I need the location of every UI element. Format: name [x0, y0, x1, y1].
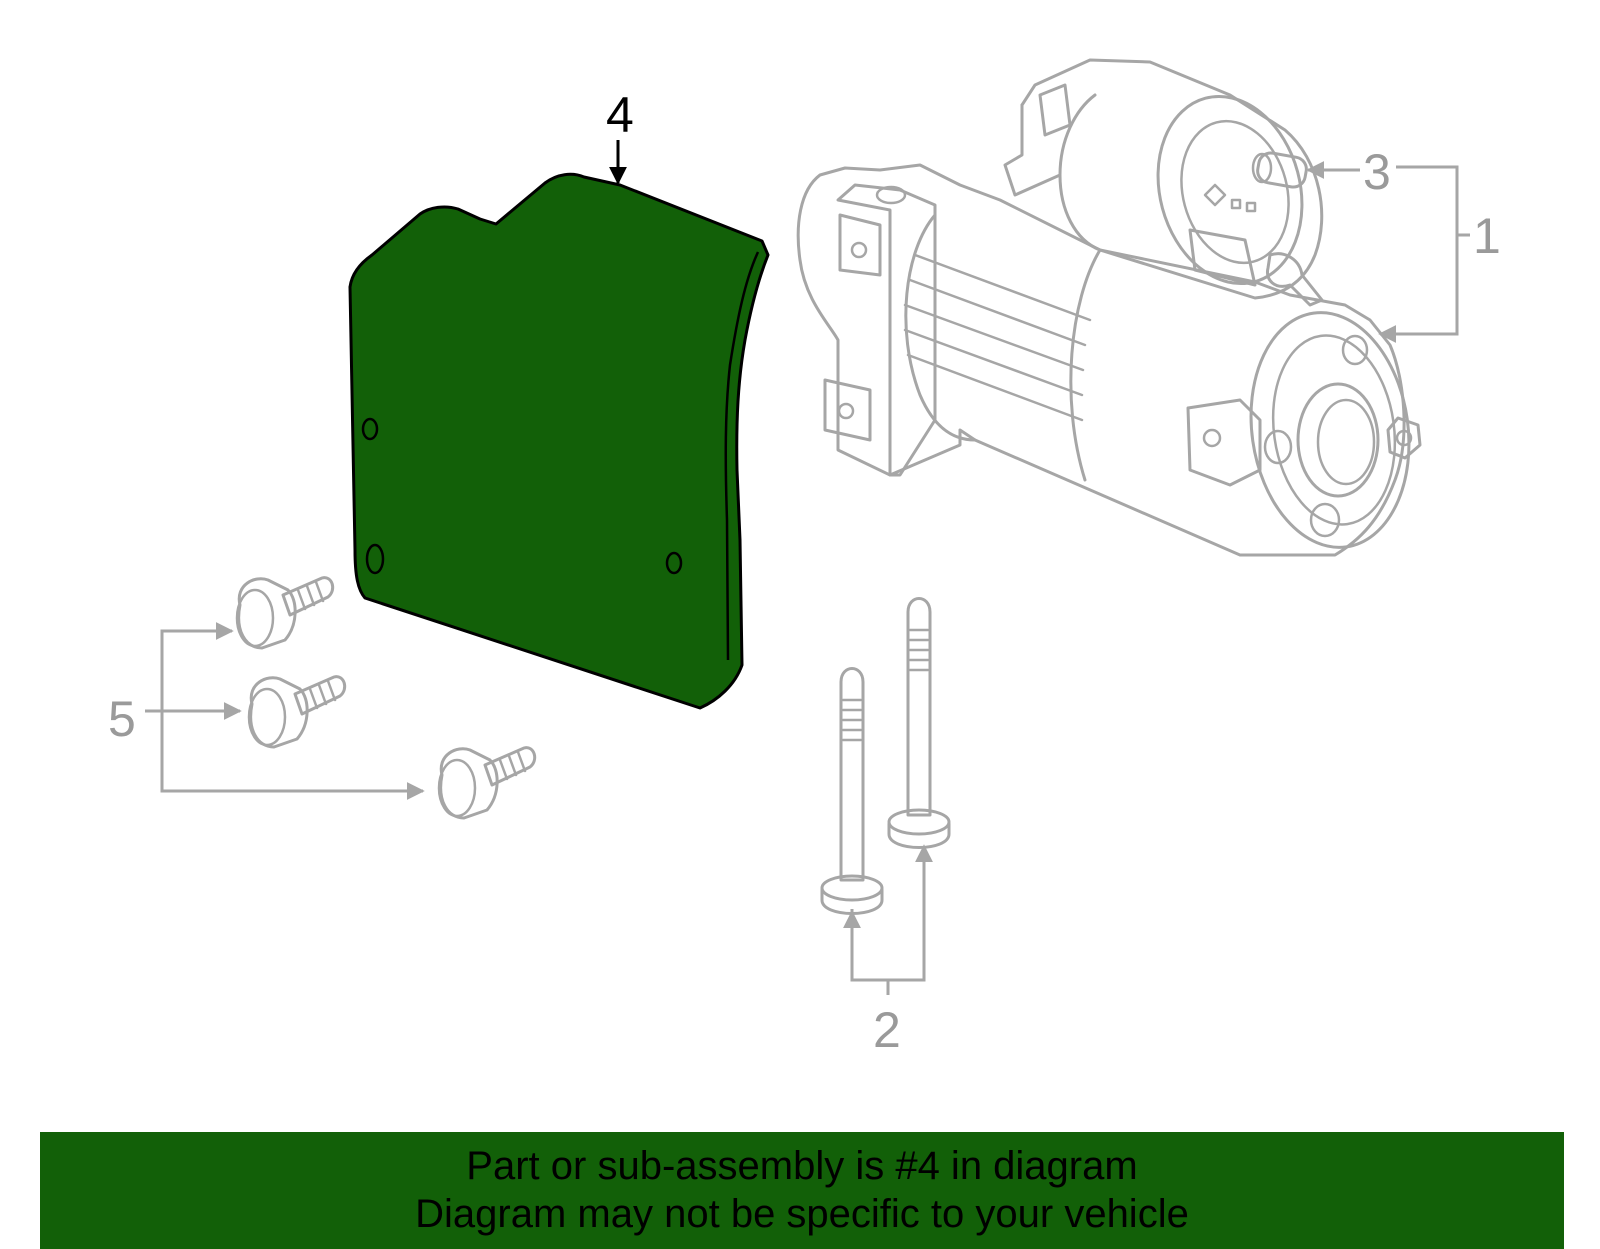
shield-bolt-2[interactable]	[247, 675, 347, 749]
info-banner: Part or sub-assembly is #4 in diagram Di…	[40, 1132, 1564, 1249]
mounting-bolts-long[interactable]	[820, 597, 951, 915]
callout-5: 5	[108, 691, 136, 747]
banner-line-disclaimer: Diagram may not be specific to your vehi…	[415, 1192, 1189, 1236]
callout-4: 4	[606, 87, 634, 143]
callout-3: 3	[1363, 144, 1391, 200]
banner-line-part-number: Part or sub-assembly is #4 in diagram	[466, 1144, 1138, 1188]
shield-bolt-3[interactable]	[437, 746, 537, 820]
heat-shield-highlighted-part[interactable]	[348, 172, 770, 710]
shield-bolts[interactable]	[235, 576, 537, 820]
callout-2: 2	[873, 1002, 901, 1058]
starter-motor[interactable]	[796, 58, 1423, 558]
shield-bolt-1[interactable]	[235, 576, 335, 650]
callout-1: 1	[1473, 208, 1501, 264]
